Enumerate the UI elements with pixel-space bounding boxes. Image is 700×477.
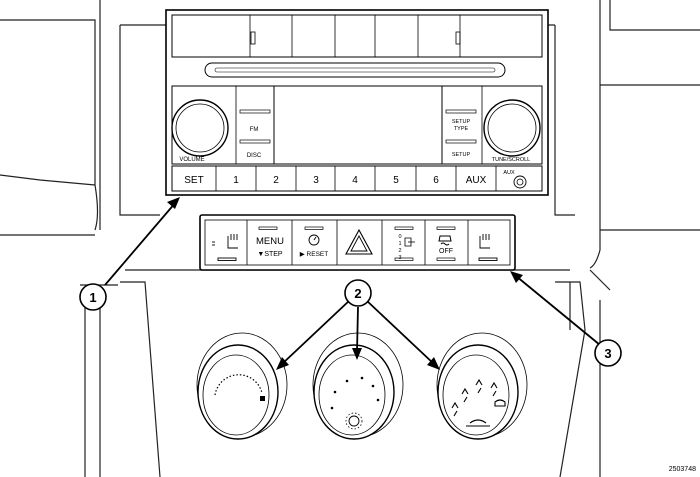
preset-2-button[interactable]: 2 (273, 175, 279, 186)
tune-scroll-label: TUNE/SCROLL (492, 157, 531, 163)
menu-step-button[interactable] (258, 226, 278, 230)
callout-1-number: 1 (89, 290, 96, 305)
setup-type-label-line1: SETUP (452, 119, 471, 125)
blower-level-1: 1 (398, 241, 401, 247)
radio-top-panel (171, 14, 543, 58)
menu-label: MENU (256, 236, 284, 247)
cd-slot[interactable] (204, 62, 506, 78)
heated-seat-right-icon[interactable] (478, 234, 498, 261)
arrowhead-icon (510, 271, 523, 283)
setup-type-label-line2: TYPE (454, 126, 469, 132)
setup-label: SETUP (452, 152, 471, 158)
callout-1: 1 (79, 197, 180, 311)
odometer-icon (308, 234, 320, 246)
volume-label: VOLUME (179, 157, 204, 163)
eject-slot-marker (455, 31, 461, 45)
fan-icon (348, 415, 360, 427)
preset-1-button[interactable]: 1 (233, 175, 239, 186)
blower-speed-dots (330, 376, 380, 410)
blower-speed-knob[interactable] (312, 332, 404, 440)
callout-3-leader (515, 275, 601, 346)
climate-knobs (196, 332, 528, 440)
preset-3-button[interactable]: 3 (313, 175, 319, 186)
arrowhead-icon (276, 357, 289, 370)
blower-level-2: 2 (398, 248, 401, 254)
callout-2-leader-center (356, 306, 359, 353)
hazard-triangle-icon (345, 228, 373, 255)
callout-2-number: 2 (354, 286, 361, 301)
callout-2-leader-left (281, 299, 351, 365)
lamp-icon (404, 237, 412, 247)
arrowhead-icon (427, 357, 440, 370)
trip-reset-button[interactable] (304, 226, 324, 246)
radio-bezel (165, 9, 549, 196)
fm-button[interactable] (239, 109, 271, 114)
aux-jack[interactable] (513, 175, 527, 189)
blower-level-3: 3 (398, 255, 401, 261)
hazard-button[interactable] (345, 228, 373, 255)
airflow-mode-icons (451, 378, 506, 427)
setup-button[interactable] (445, 139, 477, 144)
aux-button[interactable]: AUX (466, 175, 487, 186)
aux-jack-label: AUX (503, 170, 515, 176)
blower-level-0: 0 (398, 234, 401, 240)
fm-label: FM (250, 127, 259, 133)
setup-type-button[interactable] (445, 109, 477, 114)
preset-row (171, 165, 543, 192)
callout-2: 2 (276, 279, 440, 370)
arrowhead-icon (352, 348, 362, 360)
switch-bank: MENU ▼STEP ▶ RESET 0 1 2 3 (199, 214, 516, 271)
set-button[interactable]: SET (184, 175, 203, 186)
step-label: ▼STEP (257, 251, 283, 258)
tune-scroll-knob[interactable] (483, 99, 541, 157)
disc-label: DISC (247, 153, 262, 159)
blower-switch[interactable] (394, 226, 415, 261)
callout-3: 3 (510, 271, 622, 367)
figure-id: 2503748 (669, 466, 696, 473)
callout-1-leader (104, 201, 177, 286)
reset-label: ▶ RESET (300, 251, 329, 258)
switch-bank-bezel (199, 214, 516, 271)
radio-unit: VOLUME FM DISC SETUP TYPE SETUP TUNE/SCR… (165, 9, 549, 196)
radio-display (273, 85, 443, 165)
preset-6-button[interactable]: 6 (433, 175, 439, 186)
temperature-knob[interactable] (196, 332, 288, 440)
heated-seat-left-icon[interactable] (212, 234, 238, 261)
esc-off-button[interactable] (436, 226, 456, 261)
eject-slot-marker (250, 31, 256, 45)
temperature-marker-icon (260, 396, 265, 401)
arrowhead-icon (167, 197, 180, 209)
callout-3-number: 3 (604, 346, 611, 361)
callout-2-leader-right (365, 299, 435, 365)
esc-off-label: OFF (439, 248, 453, 255)
mode-knob[interactable] (436, 332, 528, 440)
preset-4-button[interactable]: 4 (352, 175, 358, 186)
volume-knob[interactable] (171, 99, 229, 157)
disc-button[interactable] (239, 139, 271, 144)
preset-5-button[interactable]: 5 (393, 175, 399, 186)
skidding-car-icon (438, 235, 452, 246)
